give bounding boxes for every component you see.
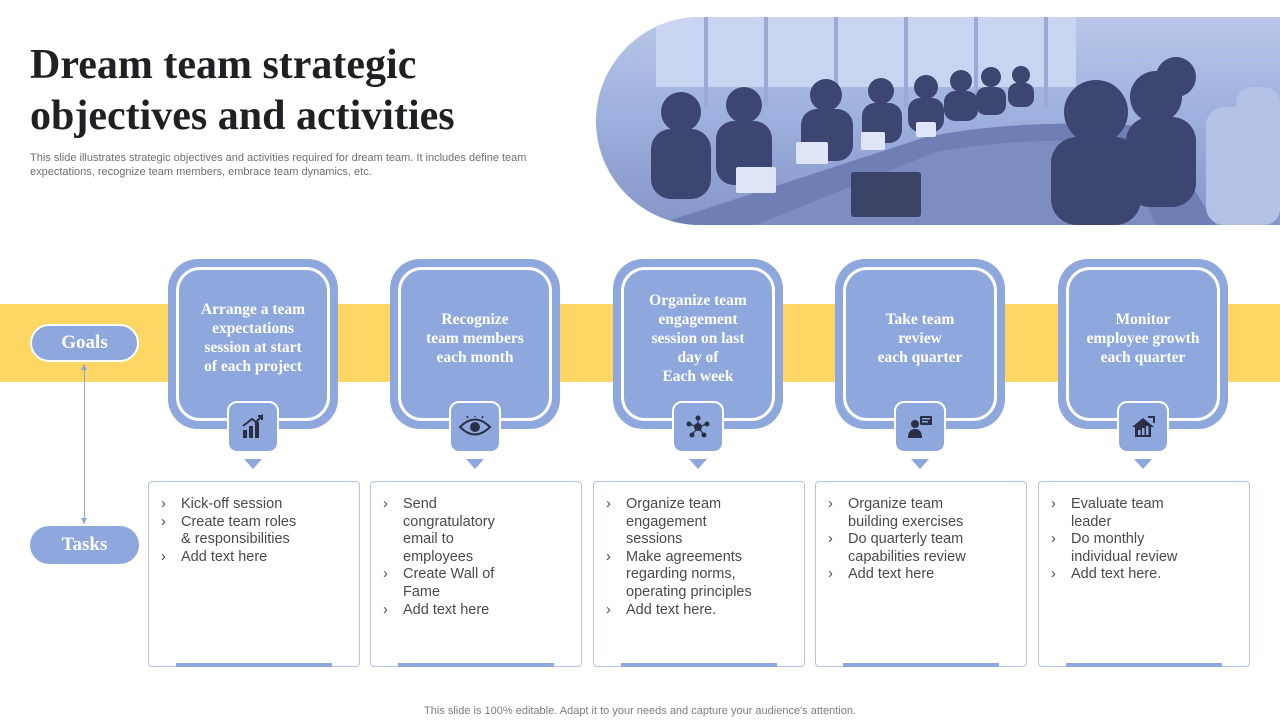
goal-text: Monitor employee growth each quarter: [1086, 310, 1200, 366]
growth-house-icon: [1117, 401, 1169, 453]
pointer-arrow: [466, 459, 484, 469]
task-card: Organize team building exercises Do quar…: [815, 481, 1027, 667]
card-accent-bar: [176, 663, 332, 667]
goal-text: Arrange a team expectations session at s…: [200, 301, 306, 375]
list-item: Organize team engagement sessions: [606, 496, 788, 549]
tasks-label: Tasks: [30, 526, 139, 564]
list-item: Do quarterly team capabilities review: [828, 531, 1010, 566]
list-item: Kick-off session: [161, 496, 343, 514]
meeting-photo: [596, 17, 1280, 225]
card-accent-bar: [1066, 663, 1222, 667]
goal-text: Recognize team members each month: [426, 310, 524, 366]
list-item: Add text here: [383, 602, 565, 620]
goal-card: Take team review each quarter: [835, 259, 1005, 429]
pointer-arrow: [1134, 459, 1152, 469]
pointer-arrow: [689, 459, 707, 469]
list-item: Add text here.: [606, 602, 788, 620]
eye-icon: [449, 401, 501, 453]
goal-text: Take team review each quarter: [877, 310, 963, 366]
card-accent-bar: [843, 663, 999, 667]
goal-card: Recognize team members each month: [390, 259, 560, 429]
task-card: Evaluate team leader Do monthly individu…: [1038, 481, 1250, 667]
list-item: Create Wall of Fame: [383, 566, 565, 601]
goals-label: Goals: [30, 324, 139, 362]
list-item: Organize team building exercises: [828, 496, 1010, 531]
list-item: Make agreements regarding norms, operati…: [606, 549, 788, 602]
list-item: Add text here.: [1051, 566, 1233, 584]
goals-tasks-connector: [81, 364, 87, 524]
list-item: Add text here: [161, 549, 343, 567]
card-accent-bar: [398, 663, 554, 667]
goal-text: Organize team engagement session on last…: [649, 291, 747, 385]
pointer-arrow: [244, 459, 262, 469]
page-title: Dream team strategic objectives and acti…: [30, 42, 455, 139]
task-card: Organize team engagement sessions Make a…: [593, 481, 805, 667]
page-subtitle: This slide illustrates strategic objecti…: [30, 152, 527, 178]
list-item: Do monthly individual review: [1051, 531, 1233, 566]
list-item: Evaluate team leader: [1051, 496, 1233, 531]
goal-card: Arrange a team expectations session at s…: [168, 259, 338, 429]
card-accent-bar: [621, 663, 777, 667]
presenter-icon: [894, 401, 946, 453]
task-card: Kick-off session Create team roles & res…: [148, 481, 360, 667]
task-card: Send congratulatory email to employees C…: [370, 481, 582, 667]
list-item: Create team roles & responsibilities: [161, 514, 343, 549]
pointer-arrow: [911, 459, 929, 469]
list-item: Add text here: [828, 566, 1010, 584]
footer-note: This slide is 100% editable. Adapt it to…: [424, 705, 856, 717]
list-item: Send congratulatory email to employees: [383, 496, 565, 566]
team-network-icon: [672, 401, 724, 453]
growth-chart-icon: [227, 401, 279, 453]
